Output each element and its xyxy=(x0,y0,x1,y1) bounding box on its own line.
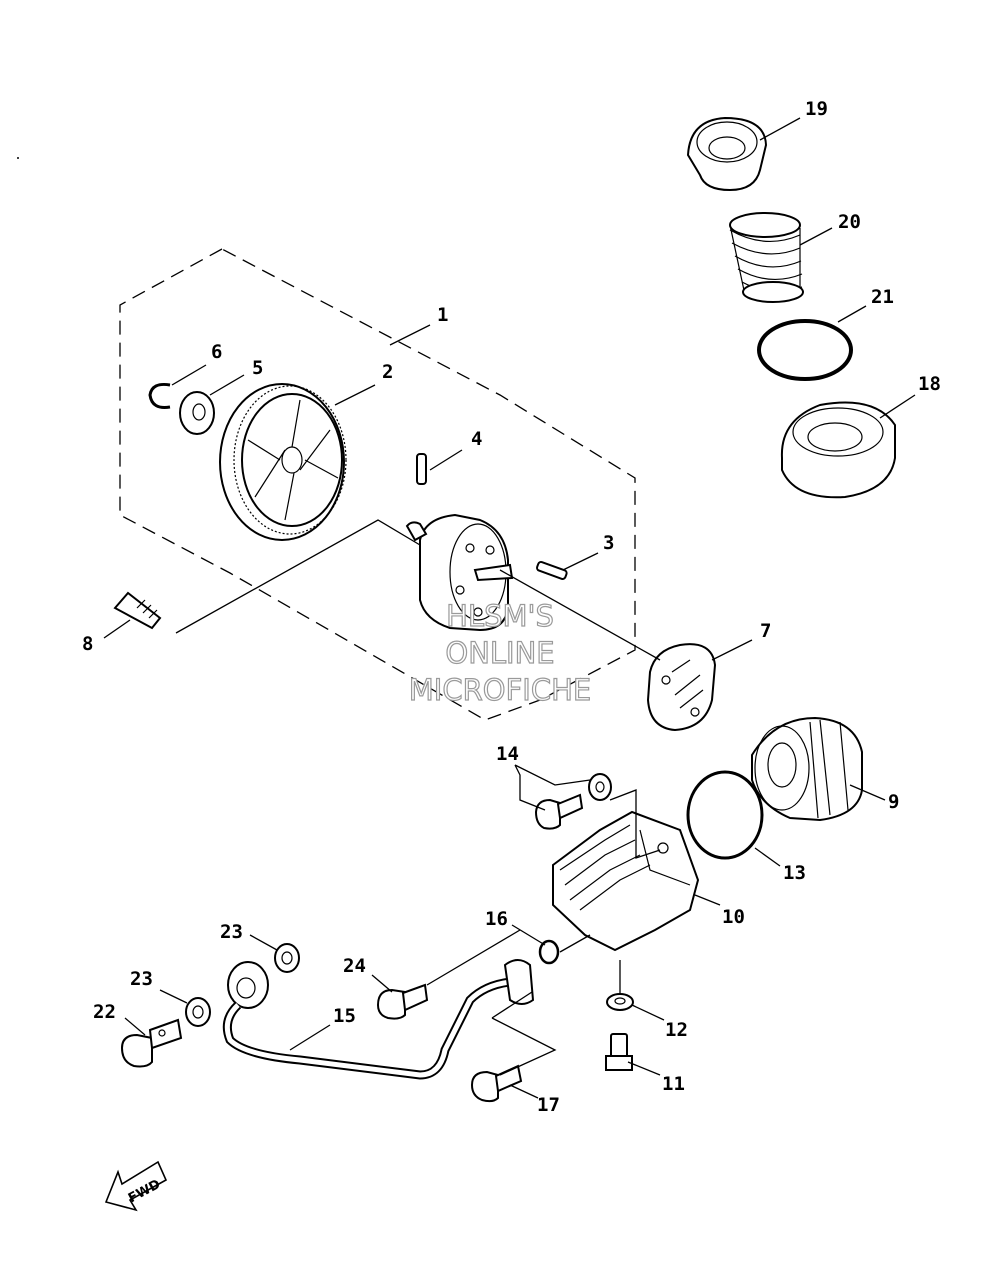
callout-22: 22 xyxy=(93,1001,116,1023)
callout-13: 13 xyxy=(783,862,806,884)
callout-16: 16 xyxy=(485,908,508,930)
callout-9: 9 xyxy=(888,791,899,813)
callout-12: 12 xyxy=(665,1019,688,1041)
part-10-filter-housing[interactable] xyxy=(552,810,700,952)
part-20-spring[interactable] xyxy=(729,212,804,303)
part-24-bolt[interactable] xyxy=(376,983,429,1020)
callout-11: 11 xyxy=(662,1073,685,1095)
watermark-line-3: MICROFICHE xyxy=(409,673,591,707)
part-16-o-ring[interactable] xyxy=(538,939,560,965)
part-21-o-ring[interactable] xyxy=(757,319,853,381)
watermark-line-2: ONLINE xyxy=(445,636,554,670)
part-9-oil-filter[interactable] xyxy=(751,716,863,822)
part-22-union-bolt[interactable] xyxy=(120,1018,183,1068)
part-15-oil-pipe[interactable] xyxy=(222,959,535,1080)
part-14-washer[interactable] xyxy=(588,773,612,801)
callout-24: 24 xyxy=(343,955,366,977)
fwd-arrow-icon xyxy=(104,1160,168,1212)
watermark-line-1: HLSM'S xyxy=(446,599,554,633)
part-17-bolt[interactable] xyxy=(470,1064,523,1103)
callout-8: 8 xyxy=(82,633,93,655)
assembly-outline-dashed xyxy=(119,248,636,721)
part-13-o-ring[interactable] xyxy=(686,770,764,860)
callout-14: 14 xyxy=(496,743,519,765)
part-14-bolt[interactable] xyxy=(534,793,584,830)
callout-1: 1 xyxy=(437,304,448,326)
part-23-washer-lower[interactable] xyxy=(185,997,211,1027)
part-7-gasket[interactable] xyxy=(646,643,717,732)
callout-19: 19 xyxy=(805,98,828,120)
part-2-gear[interactable] xyxy=(219,383,347,541)
part-11-bolt[interactable] xyxy=(605,1033,633,1071)
part-8-screw[interactable] xyxy=(113,591,162,630)
part-23-washer-upper[interactable] xyxy=(274,943,300,973)
callout-20: 20 xyxy=(838,211,861,233)
callout-23-lower: 23 xyxy=(130,968,153,990)
part-18-drain-plug[interactable] xyxy=(780,401,896,499)
callout-21: 21 xyxy=(871,286,894,308)
part-12-washer[interactable] xyxy=(606,993,634,1011)
callout-17: 17 xyxy=(537,1094,560,1116)
part-3-pin[interactable] xyxy=(536,560,568,580)
part-19-cap[interactable] xyxy=(686,116,768,192)
callout-5: 5 xyxy=(252,357,263,379)
stray-dot xyxy=(17,157,19,159)
callout-4: 4 xyxy=(471,428,482,450)
callout-18: 18 xyxy=(918,373,941,395)
callout-2: 2 xyxy=(382,361,393,383)
part-6-circlip[interactable] xyxy=(148,383,171,409)
oil-pump-body[interactable] xyxy=(405,513,514,632)
leader-lines xyxy=(103,117,916,1099)
callout-3: 3 xyxy=(603,532,614,554)
part-5-washer[interactable] xyxy=(179,391,215,435)
callout-6: 6 xyxy=(211,341,222,363)
callout-7: 7 xyxy=(760,620,771,642)
callout-23-upper: 23 xyxy=(220,921,243,943)
callout-15: 15 xyxy=(333,1005,356,1027)
callout-10: 10 xyxy=(722,906,745,928)
part-4-pin[interactable] xyxy=(416,453,427,485)
